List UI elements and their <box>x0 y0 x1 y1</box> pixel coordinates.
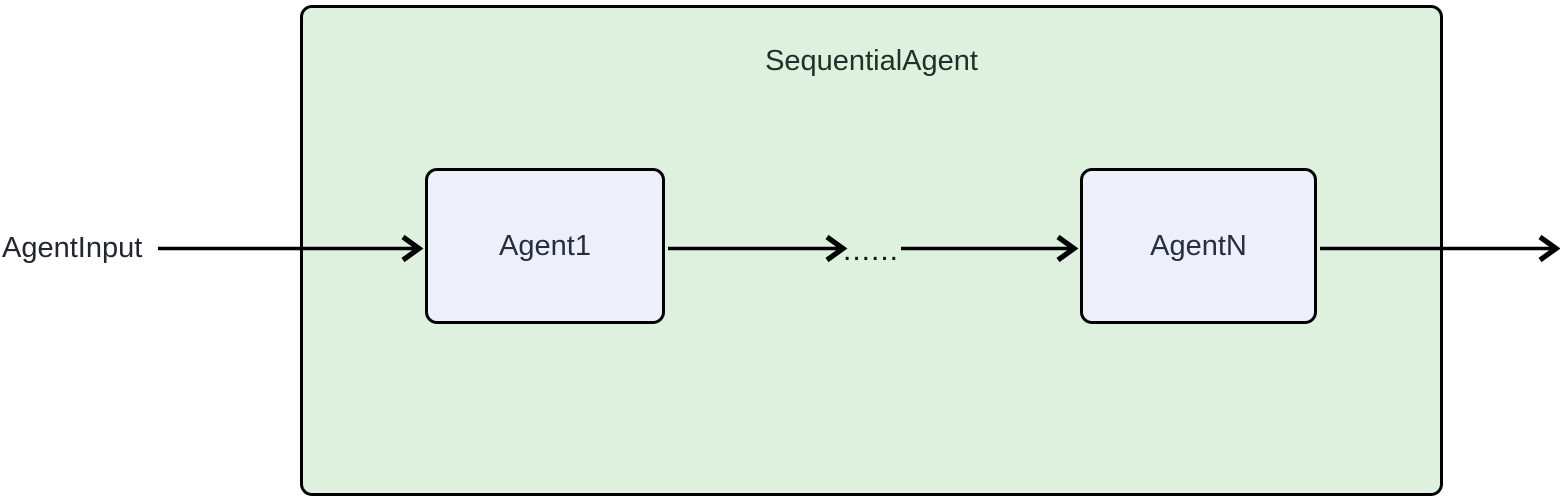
container-title: SequentialAgent <box>765 45 978 77</box>
agent-input-label: AgentInput <box>2 232 143 264</box>
node-agentn: AgentN <box>1080 168 1317 324</box>
ellipsis-label: ...... <box>842 234 899 267</box>
node-agent1: Agent1 <box>425 168 665 324</box>
node-agentn-label: AgentN <box>1150 229 1247 262</box>
node-agent1-label: Agent1 <box>499 229 591 262</box>
